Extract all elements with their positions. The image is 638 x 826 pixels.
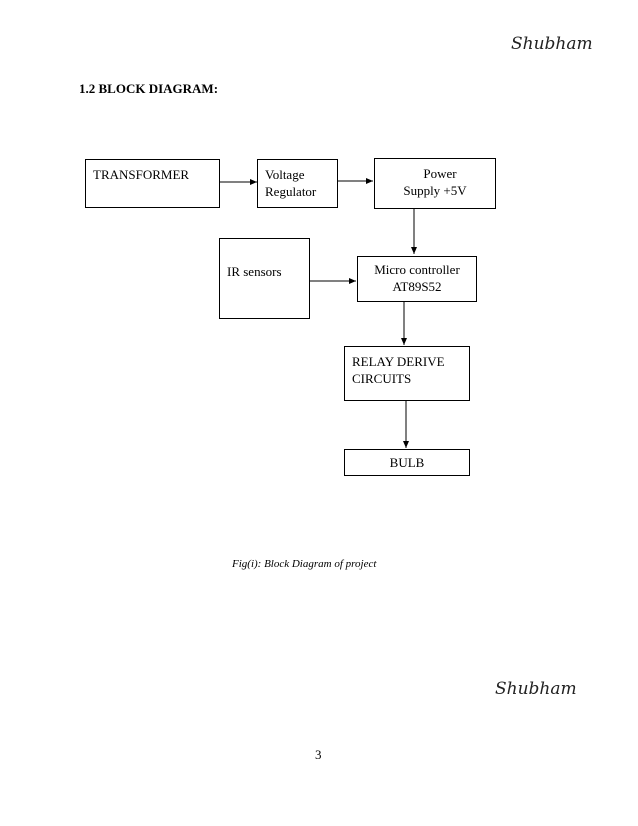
microcontroller-block: Micro controller AT89S52 <box>357 256 477 302</box>
relay-drive-circuits-block: RELAY DERIVE CIRCUITS <box>344 346 470 401</box>
ir-sensors-label: IR sensors <box>227 264 282 279</box>
power-supply-label-line2: Supply +5V <box>403 183 467 198</box>
voltage-regulator-block: Voltage Regulator <box>257 159 338 208</box>
header-signature: Shubham <box>511 34 593 54</box>
bulb-block: BULB <box>344 449 470 476</box>
microcontroller-label-line1: Micro controller <box>374 262 460 277</box>
transformer-label: TRANSFORMER <box>93 167 190 182</box>
transformer-block: TRANSFORMER <box>85 159 220 208</box>
power-supply-label-line1: Power <box>423 166 457 181</box>
section-heading: 1.2 BLOCK DIAGRAM: <box>79 81 219 96</box>
relay-label-line2: CIRCUITS <box>352 371 412 386</box>
voltage-regulator-label-line1: Voltage <box>265 167 305 182</box>
bulb-label: BULB <box>389 455 425 470</box>
figure-caption: Fig(i): Block Diagram of project <box>232 558 377 570</box>
ir-sensors-block: IR sensors <box>219 238 310 319</box>
microcontroller-label-line2: AT89S52 <box>392 279 442 294</box>
relay-label-line1: RELAY DERIVE <box>352 354 445 369</box>
power-supply-block: Power Supply +5V <box>374 158 496 209</box>
voltage-regulator-label-line2: Regulator <box>265 184 317 199</box>
footer-signature: Shubham <box>495 679 577 699</box>
page-number: 3 <box>315 747 322 762</box>
